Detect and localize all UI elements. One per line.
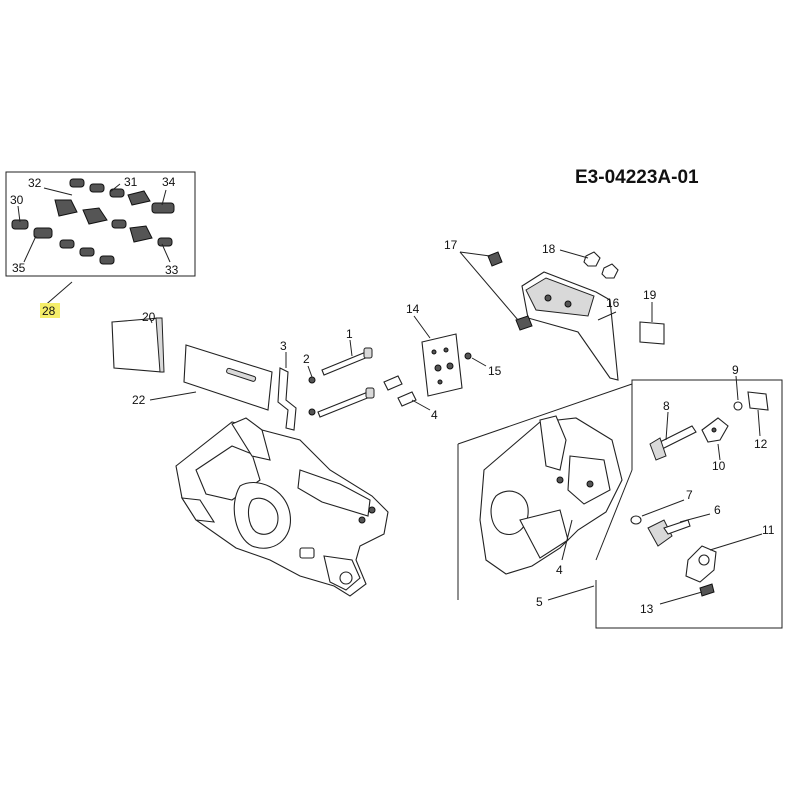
callout-5: 5 bbox=[536, 595, 543, 609]
part-19-label: 19 bbox=[639, 288, 665, 345]
crankcase-right: 4 5 bbox=[479, 415, 623, 609]
callout-14: 14 bbox=[406, 302, 420, 316]
part-10-bracket: 10 bbox=[701, 417, 729, 473]
part-13-screw: 13 bbox=[640, 583, 715, 616]
callout-9: 9 bbox=[732, 363, 739, 377]
crankcase-left bbox=[175, 417, 389, 597]
chain-top-row bbox=[69, 178, 175, 214]
part-20-plate: 20 bbox=[111, 310, 165, 373]
callout-8: 8 bbox=[663, 399, 670, 413]
part-14-plate: 14 bbox=[406, 302, 463, 397]
part-7-ring: 7 bbox=[630, 488, 693, 525]
callout-11: 11 bbox=[762, 523, 775, 537]
callout-16: 16 bbox=[606, 296, 620, 310]
callout-10: 10 bbox=[712, 459, 726, 473]
callout-1: 1 bbox=[346, 327, 353, 341]
callout-19: 19 bbox=[643, 288, 657, 302]
part-15-screw: 15 bbox=[464, 352, 502, 378]
callout-28: 28 bbox=[42, 304, 56, 318]
part-8-adjuster: 8 bbox=[649, 399, 697, 461]
chain-inset-frame bbox=[5, 171, 196, 277]
diagram-code: E3-04223A-01 bbox=[575, 167, 699, 188]
callout-28-highlight bbox=[40, 303, 60, 318]
part-11-pump: 11 bbox=[685, 523, 775, 583]
callout-22: 22 bbox=[132, 393, 146, 407]
right-assembly-frame bbox=[457, 379, 783, 629]
part-9-washer: 9 bbox=[732, 363, 743, 411]
part-4-pins: 4 bbox=[383, 375, 438, 422]
part-16-cover: 16 bbox=[521, 271, 620, 381]
callout-18: 18 bbox=[542, 242, 556, 256]
callout-4b: 4 bbox=[556, 563, 563, 577]
callout-2: 2 bbox=[303, 352, 310, 366]
part-12-plate: 12 bbox=[747, 391, 769, 451]
chain-lower-row bbox=[11, 219, 115, 265]
callout-34: 34 bbox=[162, 175, 176, 189]
callout-13: 13 bbox=[640, 602, 654, 616]
callout-20: 20 bbox=[142, 310, 156, 324]
part-6-gear: 6 bbox=[647, 503, 721, 547]
chain-inset: 32 31 34 30 35 33 bbox=[5, 171, 196, 309]
callout-6: 6 bbox=[714, 503, 721, 517]
part-1-bolts: 1 bbox=[317, 327, 375, 418]
callout-15: 15 bbox=[488, 364, 502, 378]
part-3-bracket: 3 bbox=[277, 339, 297, 431]
part-22-bar: 22 bbox=[132, 344, 273, 411]
chain-middle-row bbox=[54, 199, 173, 247]
callout-17: 17 bbox=[444, 238, 458, 252]
part-17-pins: 17 bbox=[444, 238, 533, 331]
callout-32: 32 bbox=[28, 176, 42, 190]
callout-35: 35 bbox=[12, 261, 26, 275]
callout-33: 33 bbox=[165, 263, 179, 277]
callout-12: 12 bbox=[754, 437, 768, 451]
callout-4a: 4 bbox=[431, 408, 438, 422]
part-2-nuts: 2 bbox=[303, 352, 316, 416]
callout-30: 30 bbox=[10, 193, 24, 207]
callout-3: 3 bbox=[280, 339, 287, 353]
callout-7: 7 bbox=[686, 488, 693, 502]
callout-31: 31 bbox=[124, 175, 138, 189]
part-18-nuts: 18 bbox=[542, 242, 619, 279]
